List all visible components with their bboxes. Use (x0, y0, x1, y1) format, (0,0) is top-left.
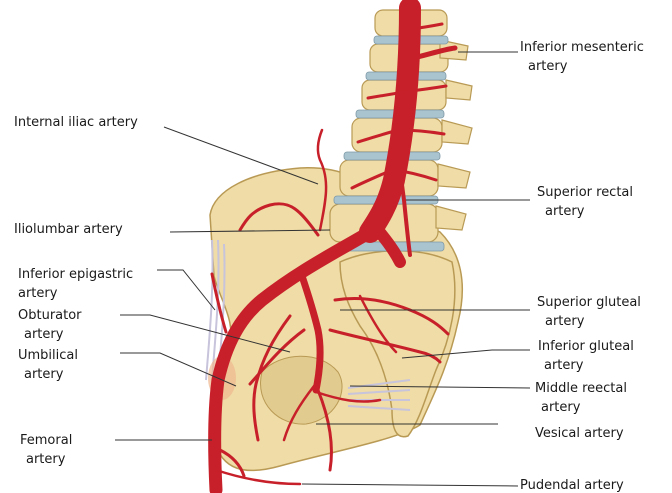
label-inferior-gluteal-artery: Inferior gluteal artery (538, 337, 634, 375)
label-iliolumbar-artery: Iliolumbar artery (14, 220, 123, 239)
label-femoral-artery: Femoral artery (20, 431, 72, 469)
label-umbilical-artery: Umbilical artery (18, 346, 78, 384)
leader-pudendal (302, 484, 518, 486)
leader-internal-iliac (164, 127, 318, 184)
label-superior-rectal-artery: Superior rectal artery (537, 183, 633, 221)
label-pudendal-artery: Pudendal artery (520, 476, 624, 493)
label-inferior-mesenteric-artery: Inferior mesenteric artery (520, 38, 644, 76)
label-internal-iliac-artery: Internal iliac artery (14, 113, 138, 132)
leader-inferior-epigastric (157, 270, 215, 310)
label-obturator-artery: Obturator artery (18, 306, 82, 344)
label-inferior-epigastric-artery: Inferior epigastric artery (18, 265, 133, 303)
label-superior-gluteal-artery: Superior gluteal artery (537, 293, 641, 331)
label-middle-rectal-artery: Middle reectal artery (535, 379, 627, 417)
label-vesical-artery: Vesical artery (535, 424, 624, 443)
